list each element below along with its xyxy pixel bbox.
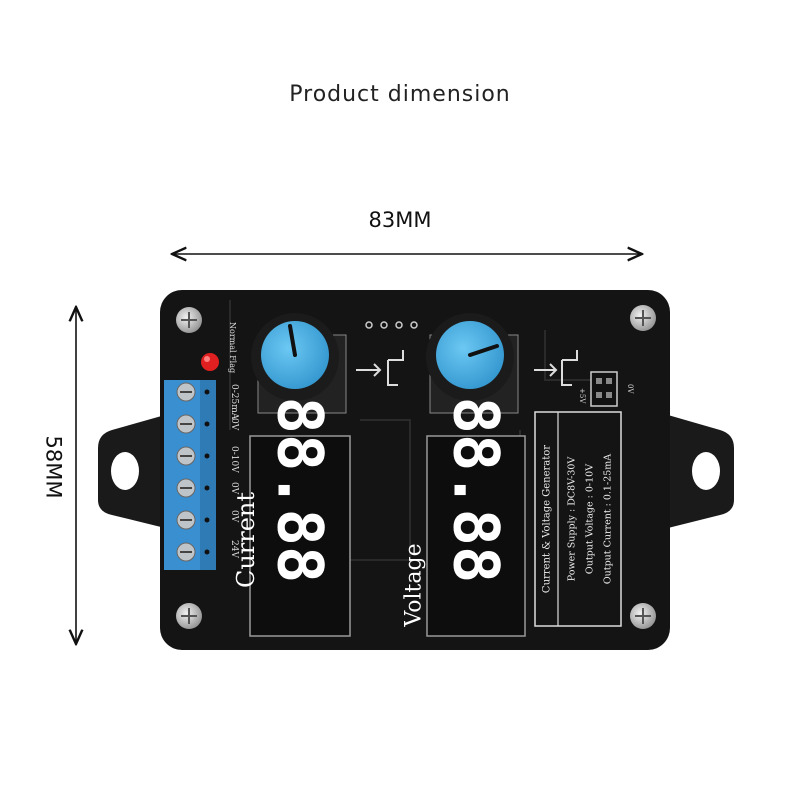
spec-line-current: Output Current : 0.1-25mA: [603, 454, 614, 584]
voltage-display-digits: 88.88: [440, 397, 513, 584]
spec-line-voltage: Output Voltage : 0-10V: [585, 464, 596, 574]
terminal-block: [164, 380, 216, 570]
terminal-label-4: 0V: [229, 482, 239, 495]
terminal-label-2: 0V: [229, 418, 239, 431]
voltage-label: Voltage: [402, 543, 427, 627]
caption: Product dimension: [289, 82, 511, 107]
spec-box: Current & Voltage Generator Power Supply…: [534, 411, 622, 627]
spec-title: Current & Voltage Generator: [542, 445, 553, 593]
mounting-ears: [98, 415, 734, 528]
voltage-knob: [426, 313, 519, 414]
current-display: 88.88: [249, 397, 351, 637]
current-label: Current: [232, 492, 260, 588]
current-knob: [251, 313, 347, 414]
spec-line-power: Power Supply : DC8V-30V: [567, 457, 578, 582]
red-led: [201, 353, 219, 371]
screws: [176, 305, 656, 629]
small-connector: [590, 371, 618, 407]
voltage-display: 88.88: [426, 397, 526, 637]
terminal-label-6: 24V: [229, 540, 239, 558]
terminal-label-5: 0V: [229, 510, 239, 523]
current-display-digits: 88.88: [264, 397, 337, 584]
width-label: 83MM: [368, 208, 432, 232]
terminal-label-3: 0-10V: [229, 446, 239, 473]
led-label: Normal Flag: [228, 322, 237, 373]
connector-label-zero: 0V: [626, 384, 634, 394]
connector-label-plus: +5V: [578, 388, 586, 404]
terminal-label-1: 0-25mA: [229, 384, 239, 420]
